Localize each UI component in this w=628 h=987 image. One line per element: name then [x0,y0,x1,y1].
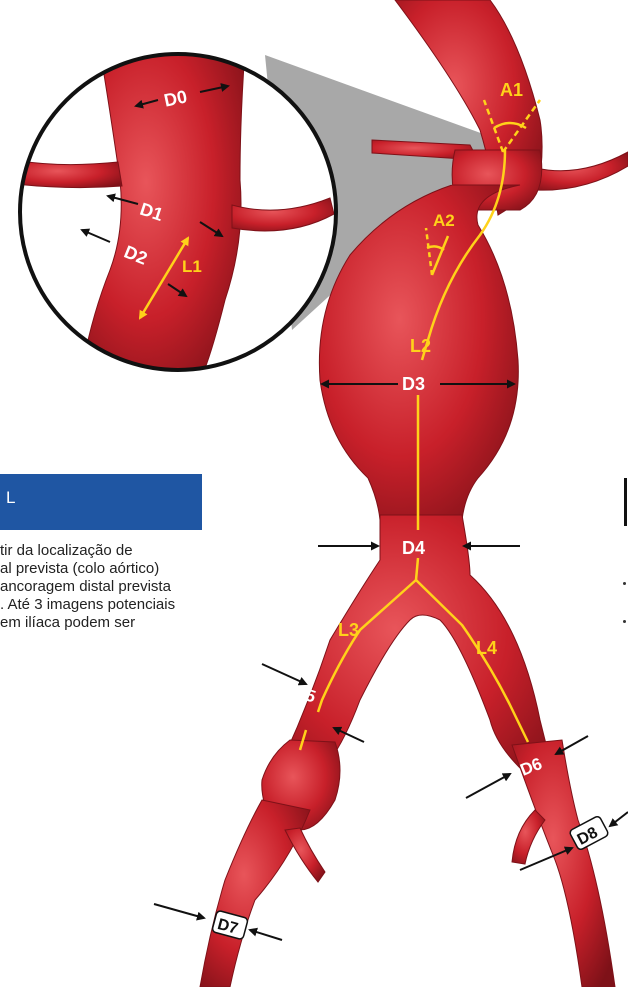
label-l1: L1 [182,257,202,276]
d7-arrow-right [250,930,282,940]
section-banner: L [0,474,202,530]
body-line: em ilíaca podem ser [0,614,330,632]
label-d4: D4 [402,538,425,558]
body-line: . Até 3 imagens potenciais [0,596,330,614]
label-l3: L3 [338,620,359,640]
bullet-dot [623,620,626,623]
body-text: tir da localização de al prevista (colo … [0,542,330,632]
label-l4: L4 [476,638,497,658]
body-line: al prevista (colo aórtico) [0,560,330,578]
label-a1: A1 [500,80,523,100]
label-l2: L2 [410,336,431,356]
label-d3: D3 [402,374,425,394]
right-edge-marker [624,478,627,526]
d5-arrow-top [262,664,306,684]
d7-arrow-left [154,904,204,918]
body-line: ancoragem distal prevista [0,578,330,596]
label-a2: A2 [433,211,455,230]
body-line: tir da localização de [0,542,330,560]
banner-text: L [6,488,15,508]
d6-arrow-bottom [466,774,510,798]
bullet-dot [623,582,626,585]
d8-arrow-right [610,812,628,826]
